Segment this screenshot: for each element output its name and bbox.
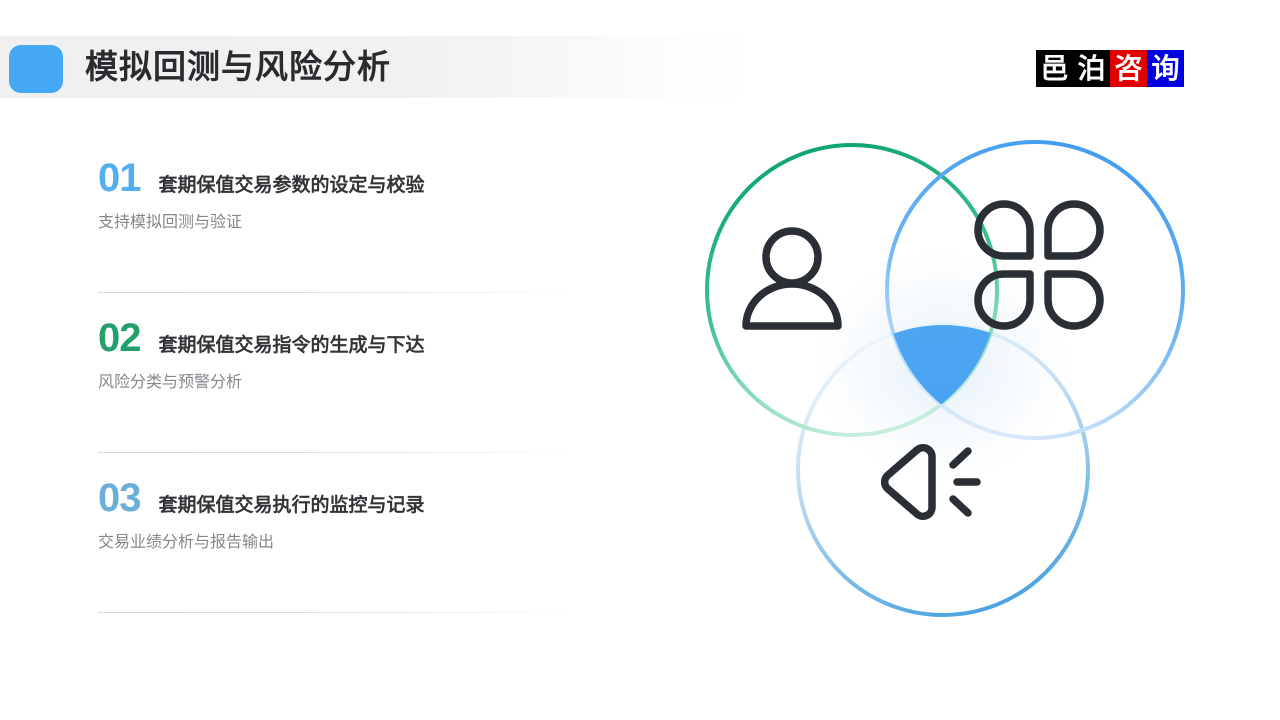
speaker-icon (880, 443, 981, 521)
logo-char-1: 邑 (1036, 50, 1073, 87)
venn-circle-top-left (705, 143, 999, 437)
list-item-title: 套期保值交易执行的监控与记录 (158, 495, 425, 516)
list-divider (98, 612, 578, 613)
slide-header: 模拟回测与风险分析 (0, 36, 760, 98)
list-item: 02 套期保值交易指令的生成与下达 风险分类与预警分析 (98, 315, 578, 475)
person-icon (742, 227, 842, 330)
list-item-heading: 01 套期保值交易参数的设定与校验 (98, 155, 578, 209)
list-item-number: 02 (98, 316, 141, 360)
feature-list: 01 套期保值交易参数的设定与校验 支持模拟回测与验证 02 套期保值交易指令的… (98, 155, 578, 635)
logo-char-2: 泊 (1073, 50, 1110, 87)
page-title: 模拟回测与风险分析 (85, 48, 391, 85)
list-item-subtitle: 交易业绩分析与报告输出 (98, 534, 275, 551)
list-divider (98, 292, 578, 293)
venn-circle-top-right (885, 140, 1185, 440)
clover-icon (974, 200, 1104, 330)
list-item-heading: 03 套期保值交易执行的监控与记录 (98, 475, 578, 529)
venn-diagram (660, 110, 1230, 650)
list-item-heading: 02 套期保值交易指令的生成与下达 (98, 315, 578, 369)
list-item-subtitle: 支持模拟回测与验证 (98, 214, 243, 231)
list-item: 03 套期保值交易执行的监控与记录 交易业绩分析与报告输出 (98, 475, 578, 635)
company-logo: 邑 泊 咨 询 (1036, 50, 1184, 87)
logo-char-4: 询 (1147, 50, 1184, 87)
header-background-bar (0, 36, 760, 98)
list-item-number: 03 (98, 476, 141, 520)
list-item: 01 套期保值交易参数的设定与校验 支持模拟回测与验证 (98, 155, 578, 315)
list-divider (98, 452, 578, 453)
list-item-number: 01 (98, 156, 141, 200)
header-accent-chip (9, 45, 63, 93)
list-item-title: 套期保值交易指令的生成与下达 (158, 335, 425, 356)
list-item-title: 套期保值交易参数的设定与校验 (158, 175, 425, 196)
logo-char-3: 咨 (1110, 50, 1147, 87)
list-item-subtitle: 风险分类与预警分析 (98, 374, 243, 391)
